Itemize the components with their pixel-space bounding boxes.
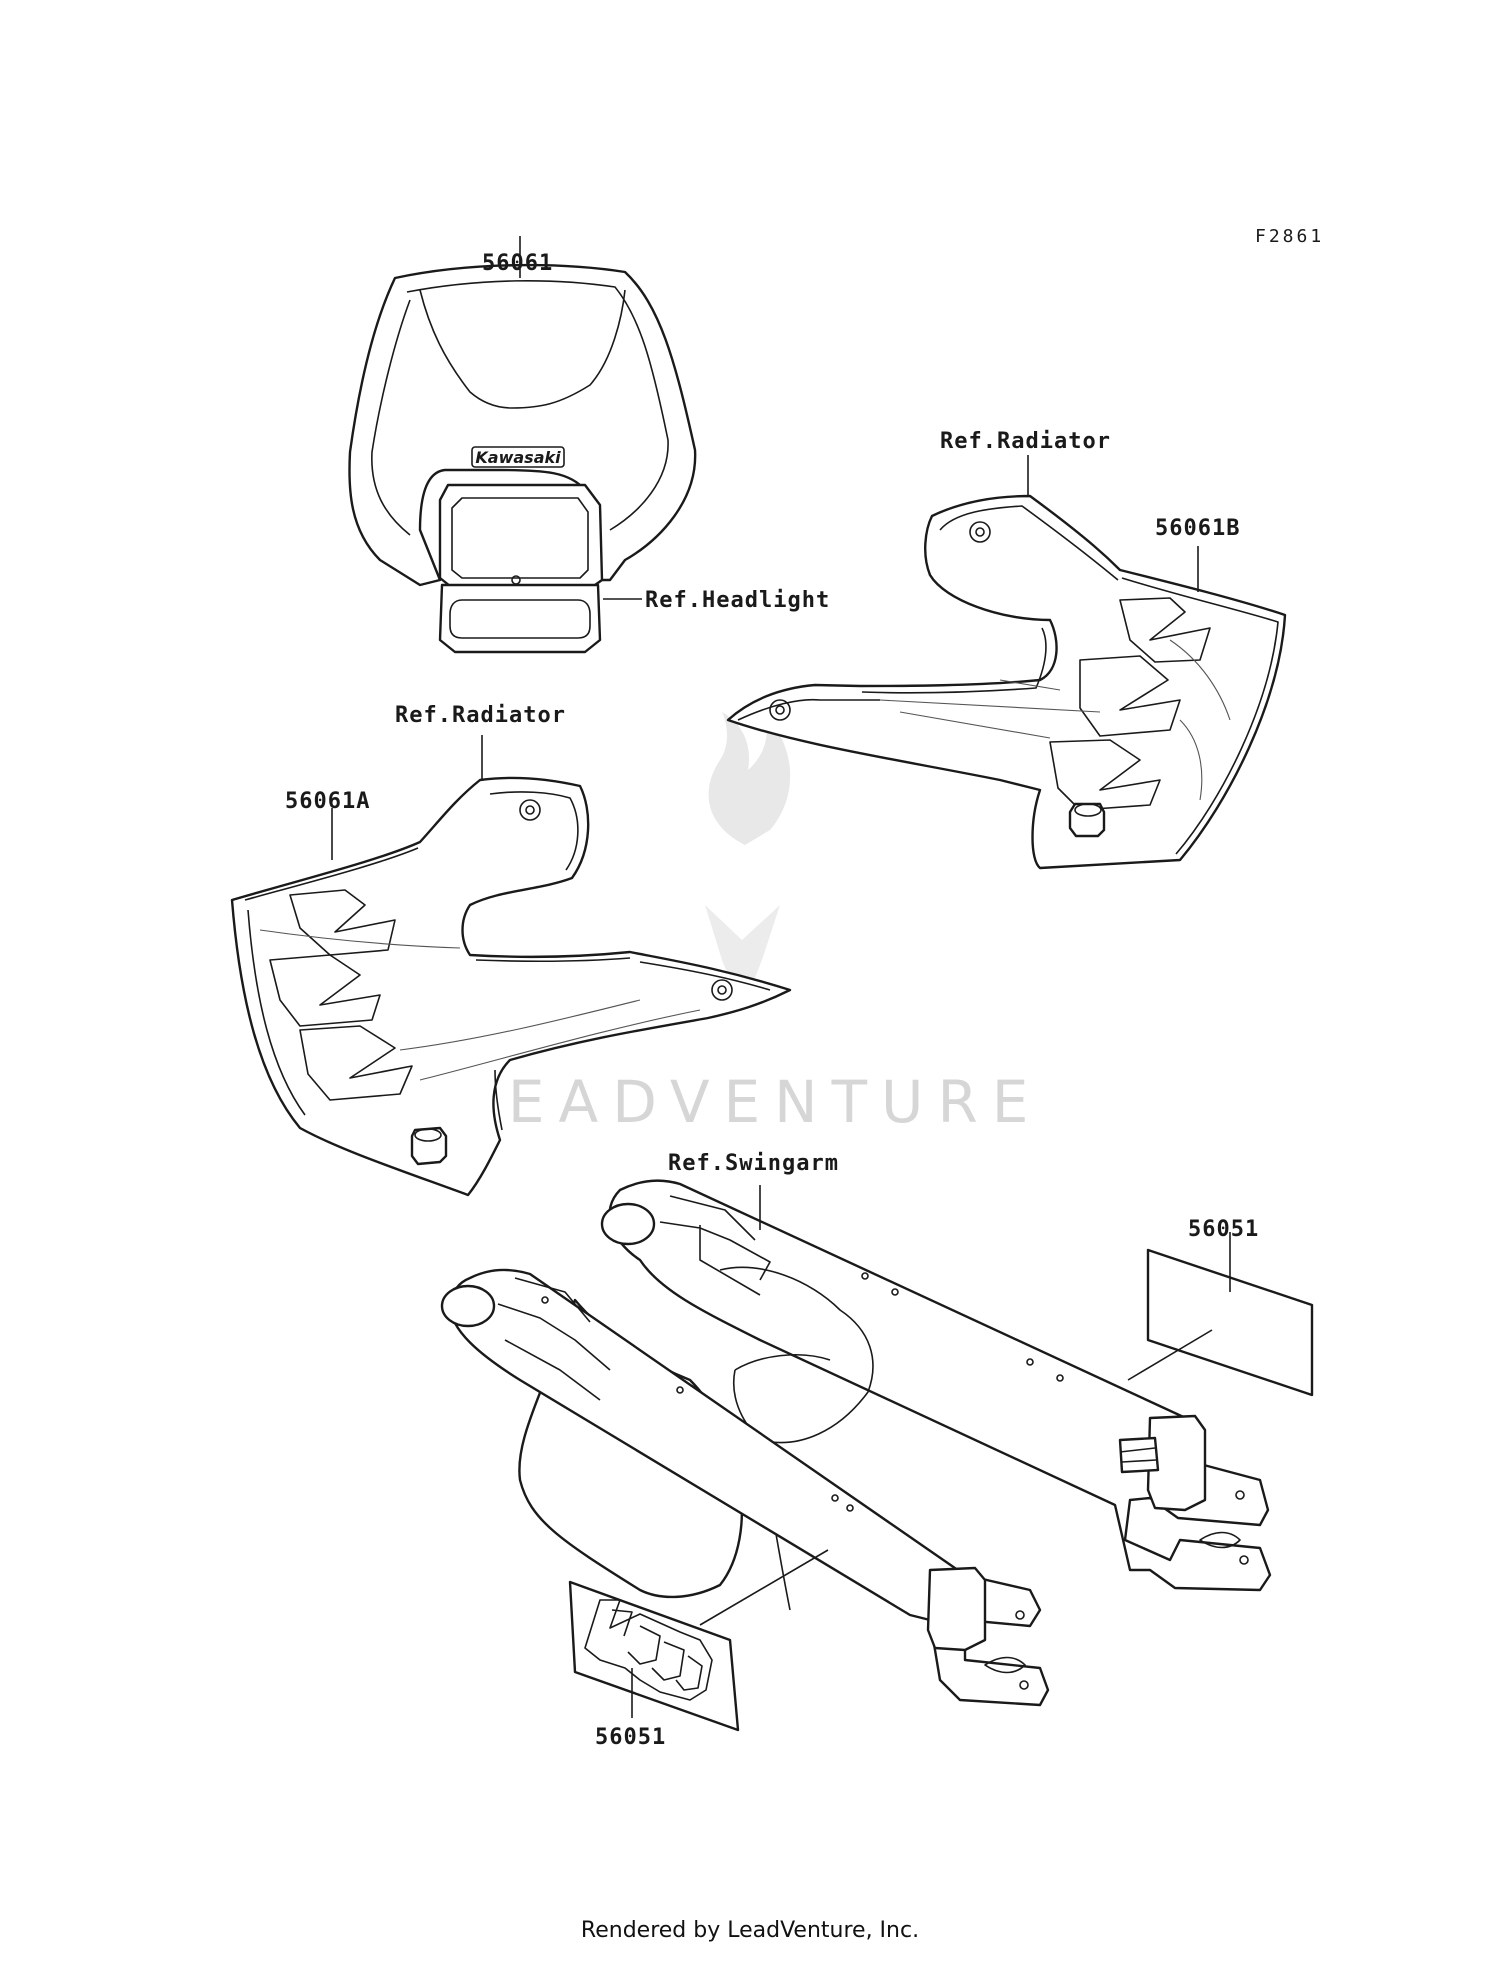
- kawasaki-emblem: [471, 446, 565, 468]
- callout-56061B[interactable]: 56061B: [1155, 516, 1240, 541]
- chain-slider-icon: [1118, 1436, 1160, 1474]
- callout-ref-swingarm[interactable]: Ref.Swingarm: [668, 1151, 839, 1176]
- flame-logo-icon: [705, 712, 791, 1010]
- mount-hole-icon: [769, 699, 791, 721]
- displacement-graphic: [584, 1599, 713, 1701]
- watermark-text: LEADVENTURE: [462, 1068, 1043, 1136]
- figure-id: F2861: [1255, 226, 1324, 247]
- callout-56061[interactable]: 56061: [482, 251, 553, 276]
- radiator-shroud-left[interactable]: [230, 776, 792, 1197]
- callout-56051-right[interactable]: 56051: [1188, 1217, 1259, 1242]
- grommet-icon: [410, 1126, 448, 1166]
- mount-hole-icon: [711, 979, 733, 1001]
- grommet-icon: [1068, 802, 1106, 838]
- radiator-shroud-right[interactable]: [726, 494, 1287, 870]
- mounting-screw-icon: [511, 575, 521, 585]
- leader-decal-to-swingarm: [1127, 1329, 1213, 1381]
- leader-decal-left-to-swingarm: [699, 1549, 829, 1626]
- mount-hole-icon: [519, 799, 541, 821]
- callout-ref-headlight[interactable]: Ref.Headlight: [645, 588, 830, 613]
- watermark: LEADVENTURE: [462, 712, 1043, 1136]
- swingarm[interactable]: [440, 1179, 1272, 1707]
- footer-credit: Rendered by LeadVenture, Inc.: [580, 1918, 920, 1943]
- callout-ref-radiator-left[interactable]: Ref.Radiator: [395, 703, 566, 728]
- kawasaki-emblem-text: Kawasaki: [475, 448, 561, 467]
- swingarm-decal-right[interactable]: [1146, 1248, 1314, 1397]
- callout-ref-radiator-right[interactable]: Ref.Radiator: [940, 429, 1111, 454]
- swingarm-decal-left[interactable]: [568, 1580, 740, 1732]
- headlight-cover[interactable]: Kawasaki: [348, 263, 697, 654]
- mount-hole-icon: [969, 521, 991, 543]
- callout-56061A[interactable]: 56061A: [285, 789, 370, 814]
- callout-56051-left[interactable]: 56051: [595, 1725, 666, 1750]
